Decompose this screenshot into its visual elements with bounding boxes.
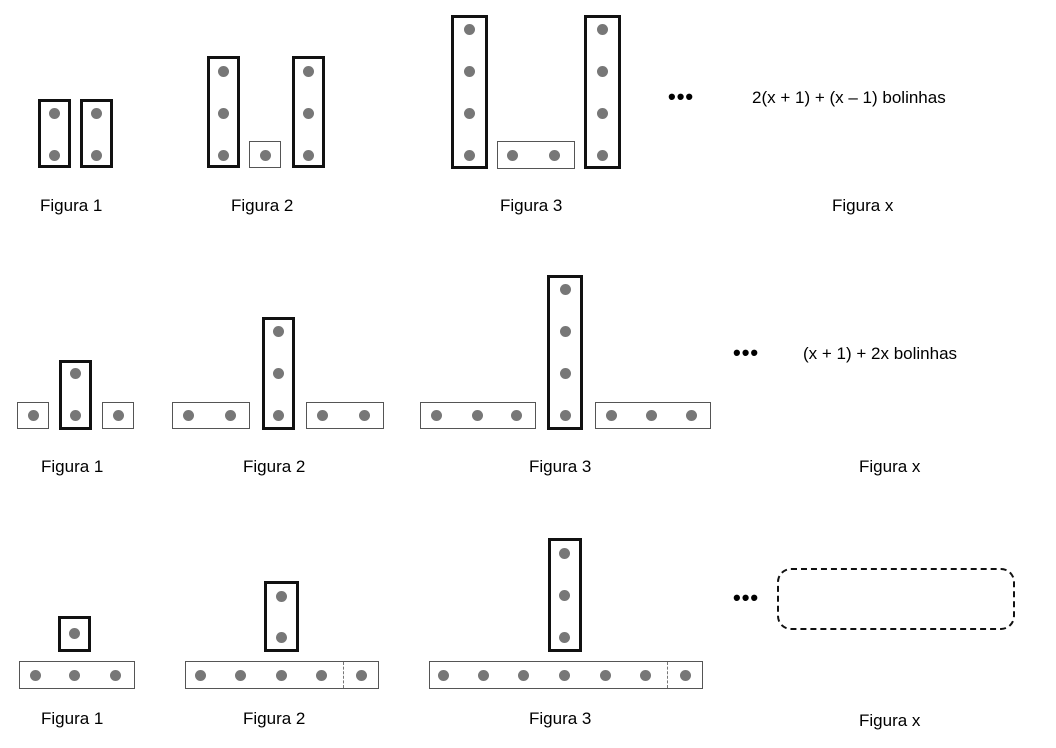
dot	[276, 632, 287, 643]
figure-label: Figura x	[859, 457, 921, 476]
dot	[680, 670, 691, 681]
figure-label: Figura 1	[41, 457, 104, 476]
dot	[518, 670, 529, 681]
dot	[600, 670, 611, 681]
formula: (x + 1) + 2x bolinhas	[803, 344, 958, 363]
dot	[438, 670, 449, 681]
dot	[235, 670, 246, 681]
dot	[597, 66, 608, 77]
dot	[225, 410, 236, 421]
dot	[560, 410, 571, 421]
dot	[464, 24, 475, 35]
dot	[91, 108, 102, 119]
figure-label: Figura 3	[500, 196, 563, 215]
figure-label: Figura 2	[243, 457, 306, 476]
dot	[640, 670, 651, 681]
dot	[91, 150, 102, 161]
dot	[303, 150, 314, 161]
dot	[560, 284, 571, 295]
dot	[276, 591, 287, 602]
dot	[511, 410, 522, 421]
dot	[606, 410, 617, 421]
dot	[218, 66, 229, 77]
dot	[559, 670, 570, 681]
dot	[195, 670, 206, 681]
figure-label: Figura x	[832, 196, 894, 215]
dot	[218, 108, 229, 119]
dashed-divider	[343, 662, 344, 688]
ellipsis: •••	[668, 84, 695, 109]
dot	[559, 590, 570, 601]
horizontal-bar	[429, 661, 703, 689]
dot	[464, 108, 475, 119]
figure-label: Figura x	[859, 711, 921, 730]
dot	[273, 410, 284, 421]
dot	[560, 368, 571, 379]
dashed-divider	[667, 662, 668, 688]
dot	[559, 632, 570, 643]
ellipsis: •••	[733, 340, 760, 365]
dot	[559, 548, 570, 559]
answer-box	[777, 568, 1015, 630]
dot	[218, 150, 229, 161]
figure-label: Figura 1	[41, 709, 104, 728]
dot	[273, 326, 284, 337]
dot	[49, 150, 60, 161]
dot	[70, 410, 81, 421]
dot	[549, 150, 560, 161]
dot	[260, 150, 271, 161]
dot	[464, 150, 475, 161]
horizontal-bar	[17, 402, 49, 429]
dot	[30, 670, 41, 681]
dot	[507, 150, 518, 161]
dot	[273, 368, 284, 379]
dot	[646, 410, 657, 421]
dot	[303, 108, 314, 119]
vertical-bar	[584, 15, 621, 169]
dot	[69, 670, 80, 681]
dot	[69, 628, 80, 639]
dot	[113, 410, 124, 421]
figure-label: Figura 2	[231, 196, 294, 215]
dot	[316, 670, 327, 681]
figure-label: Figura 3	[529, 709, 592, 728]
figure-label: Figura 3	[529, 457, 592, 476]
dot	[597, 108, 608, 119]
dot	[110, 670, 121, 681]
dot	[28, 410, 39, 421]
dot	[70, 368, 81, 379]
dot	[464, 66, 475, 77]
dot	[359, 410, 370, 421]
formula: 2(x + 1) + (x – 1) bolinhas	[752, 88, 946, 107]
dot	[356, 670, 367, 681]
ellipsis: •••	[733, 585, 760, 610]
dot	[303, 66, 314, 77]
dot	[560, 326, 571, 337]
dot	[317, 410, 328, 421]
figure-label: Figura 1	[40, 196, 103, 215]
dot	[472, 410, 483, 421]
dot	[597, 150, 608, 161]
vertical-bar	[547, 275, 583, 430]
dot	[49, 108, 60, 119]
dot	[597, 24, 608, 35]
dot	[183, 410, 194, 421]
dot	[686, 410, 697, 421]
dot	[276, 670, 287, 681]
dot	[431, 410, 442, 421]
figure-label: Figura 2	[243, 709, 306, 728]
vertical-bar	[451, 15, 488, 169]
dot	[478, 670, 489, 681]
